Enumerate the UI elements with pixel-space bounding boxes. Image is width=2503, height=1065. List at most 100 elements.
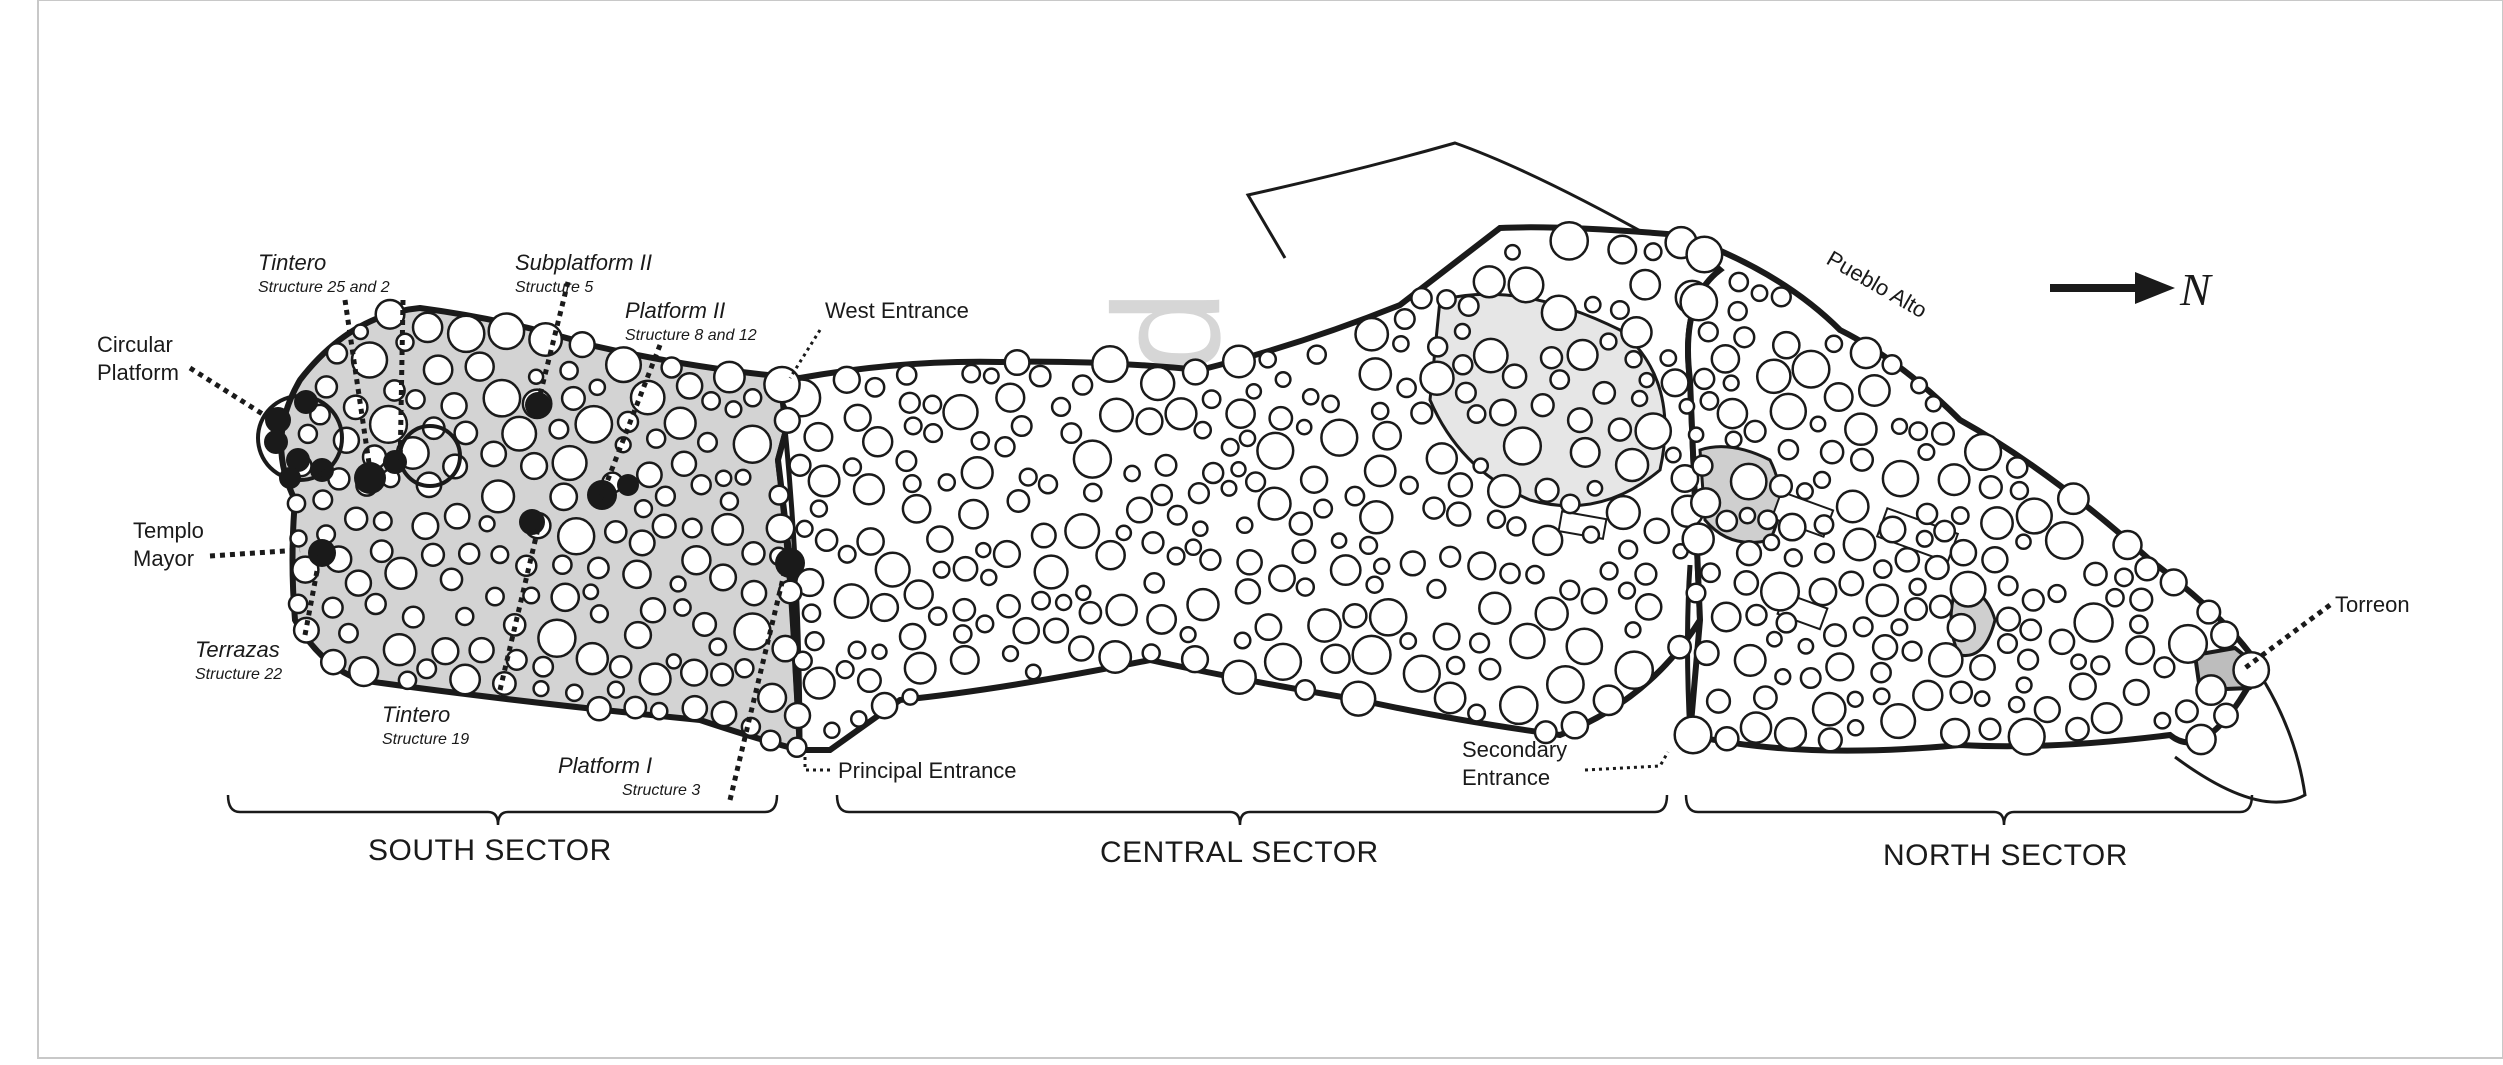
mound-circle (604, 346, 643, 384)
mound-circle (1010, 414, 1033, 438)
platform-i-label: Platform I (558, 753, 652, 778)
mound-circle (1024, 663, 1042, 681)
mound-circle (2015, 676, 2033, 694)
mound-circle (1607, 234, 1638, 265)
mound-circles (286, 221, 2271, 759)
mound-circle (1580, 587, 1608, 615)
mound-circle (1705, 688, 1732, 714)
mound-circle (1808, 577, 1838, 607)
mound-circle (1614, 650, 1655, 691)
mound-circle (1670, 464, 1700, 493)
mound-circle (771, 634, 800, 663)
mound-circle (870, 691, 899, 720)
mound-circle (1028, 364, 1052, 388)
mound-circle (1268, 564, 1296, 593)
mound-circle (401, 605, 425, 629)
mound-circle (588, 378, 607, 397)
mound-circle (765, 513, 796, 544)
templo-mayor-label-1: Templo (133, 518, 204, 543)
mound-circle (1540, 294, 1578, 332)
mound-circle (681, 544, 712, 576)
mound-circle (1410, 401, 1434, 425)
mound-circle (1453, 322, 1472, 341)
mound-circle (551, 444, 588, 482)
mound-circle (1050, 396, 1072, 418)
mound-circle (1838, 570, 1865, 597)
mound-circle (1426, 336, 1449, 358)
mound-circle (2065, 716, 2090, 742)
mound-circle (1592, 380, 1617, 405)
mound-circle (314, 375, 339, 399)
mound-circle (1771, 330, 1801, 360)
mound-circle (2129, 587, 2154, 612)
mound-circle (1003, 348, 1031, 377)
mound-circle (1399, 475, 1419, 496)
mound-circle (681, 694, 709, 722)
mound-circle (926, 525, 954, 553)
mound-circle (2083, 561, 2108, 587)
mound-circle (319, 648, 347, 676)
mound-circle (1033, 554, 1069, 590)
mound-circle (2009, 480, 2030, 501)
mound-circle (1060, 422, 1083, 445)
mound-circle (1946, 612, 1977, 643)
mound-circle (1256, 431, 1295, 470)
mound-circle (898, 391, 921, 414)
mound-circle (788, 453, 812, 477)
mound-circle (556, 517, 596, 556)
mound-circle (1472, 265, 1506, 299)
mound-circle (1179, 625, 1197, 644)
mound-circle (1166, 504, 1188, 526)
mound-circle (773, 406, 801, 435)
mound-circle (1363, 454, 1397, 488)
mound-circle (1559, 493, 1581, 515)
mound-circle (1037, 473, 1059, 495)
mound-circle (975, 541, 992, 559)
mound-circle (1569, 436, 1601, 468)
mound-circle (1728, 271, 1750, 293)
mound-circle (1890, 618, 1909, 637)
mound-circle (1643, 517, 1671, 545)
mound-circle (1425, 442, 1459, 475)
mound-circle (1566, 338, 1599, 372)
mound-circle (1530, 393, 1555, 418)
mound-circle (1710, 344, 1741, 374)
mound-circle (1823, 381, 1854, 413)
mound-circle (710, 700, 738, 728)
mound-circle (1629, 268, 1662, 301)
mound-circle (1583, 295, 1602, 314)
mound-circle (1559, 579, 1581, 601)
mound-circle (1432, 622, 1461, 651)
mound-circle (1995, 606, 2022, 632)
mound-circle (665, 653, 683, 670)
mound-circle (1697, 321, 1719, 343)
mound-circle (903, 579, 934, 610)
mound-circle (1809, 415, 1827, 433)
mound-circle (1499, 562, 1521, 585)
mound-circle (994, 436, 1016, 458)
mound-circle (382, 633, 416, 667)
mound-circle (397, 670, 418, 691)
mound-circle (1436, 288, 1457, 310)
mound-circle (286, 493, 307, 514)
mound-circle (2015, 497, 2053, 535)
mound-circle (1549, 221, 1590, 261)
mound-circle (1299, 465, 1329, 494)
mound-circle (923, 423, 944, 444)
mound-circle (1739, 711, 1773, 744)
principal-entrance-label: Principal Entrance (838, 758, 1017, 783)
mound-circle (675, 372, 704, 400)
mound-circle (2015, 533, 2032, 551)
mound-circle (443, 502, 471, 530)
mound-circle (1678, 397, 1696, 415)
mound-circle (952, 555, 979, 582)
mound-circle (1031, 590, 1052, 611)
mound-circle (649, 701, 669, 721)
mound-circle (763, 365, 801, 404)
mound-circle (1857, 374, 1891, 407)
mound-circle (2167, 623, 2209, 664)
mound-circle (1549, 369, 1571, 391)
mound-circle (1735, 540, 1763, 567)
mound-circle (1791, 349, 1831, 389)
mound-circle (1193, 420, 1213, 440)
